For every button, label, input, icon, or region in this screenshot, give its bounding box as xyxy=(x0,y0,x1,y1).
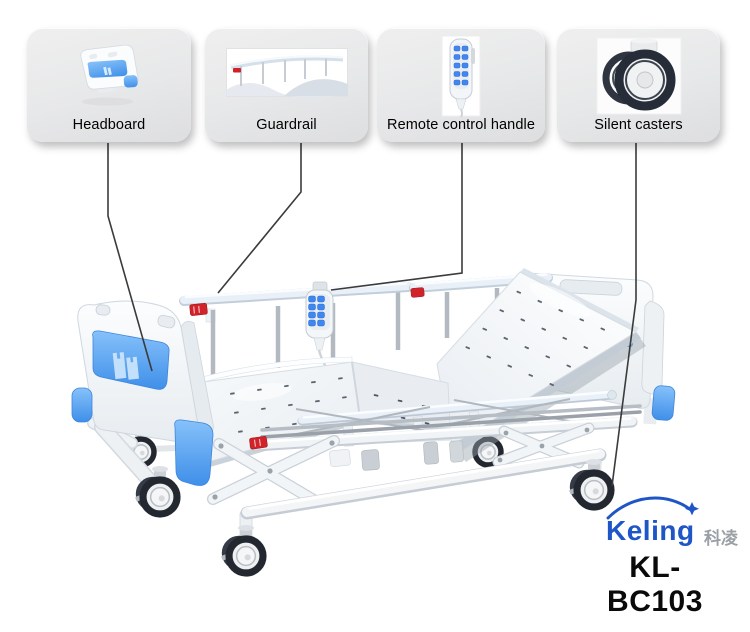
callout-line-remote xyxy=(330,143,463,291)
footboard-handle-slot xyxy=(95,304,111,316)
rail-lock-lever-far-2 xyxy=(410,287,425,298)
headboard-icon xyxy=(27,34,191,108)
model-number: KL-BC103 xyxy=(607,551,703,618)
brand-logo-cn: 科凌 xyxy=(704,529,738,548)
caster-front-right xyxy=(569,459,615,511)
guardrail-icon xyxy=(205,48,368,98)
callout-remote: Remote control handle xyxy=(377,28,545,142)
brand-swoosh xyxy=(606,496,699,520)
callout-line-casters xyxy=(611,143,637,487)
lift-mechanism-left xyxy=(207,435,340,508)
base-frame xyxy=(239,448,607,541)
callout-label: Silent casters xyxy=(594,117,683,133)
footboard-blue-panel xyxy=(92,330,170,390)
caster-front-left xyxy=(135,466,181,518)
near-frame xyxy=(249,390,642,471)
callout-headboard: Headboard xyxy=(27,28,191,142)
callout-label: Guardrail xyxy=(256,117,317,133)
rail-lock-lever-far xyxy=(189,302,208,316)
callout-lines xyxy=(107,143,637,487)
footboard-handle-slot xyxy=(157,314,176,329)
remote-control-icon xyxy=(377,36,545,118)
caster-front-center xyxy=(221,525,267,577)
callout-line-guardrail xyxy=(217,143,302,294)
callout-casters: Silent casters xyxy=(557,28,720,142)
rail-lock-lever-near xyxy=(249,436,268,450)
caster-icon xyxy=(557,37,720,115)
brand-logo: Keling xyxy=(606,515,695,546)
headboard-handle-slot xyxy=(559,279,623,296)
callout-line-headboard xyxy=(107,143,153,372)
callout-label: Remote control handle xyxy=(387,117,535,133)
callout-label: Headboard xyxy=(72,117,146,133)
footboard xyxy=(71,300,214,489)
far-guardrail xyxy=(179,273,553,376)
callout-guardrail: Guardrail xyxy=(205,28,368,142)
